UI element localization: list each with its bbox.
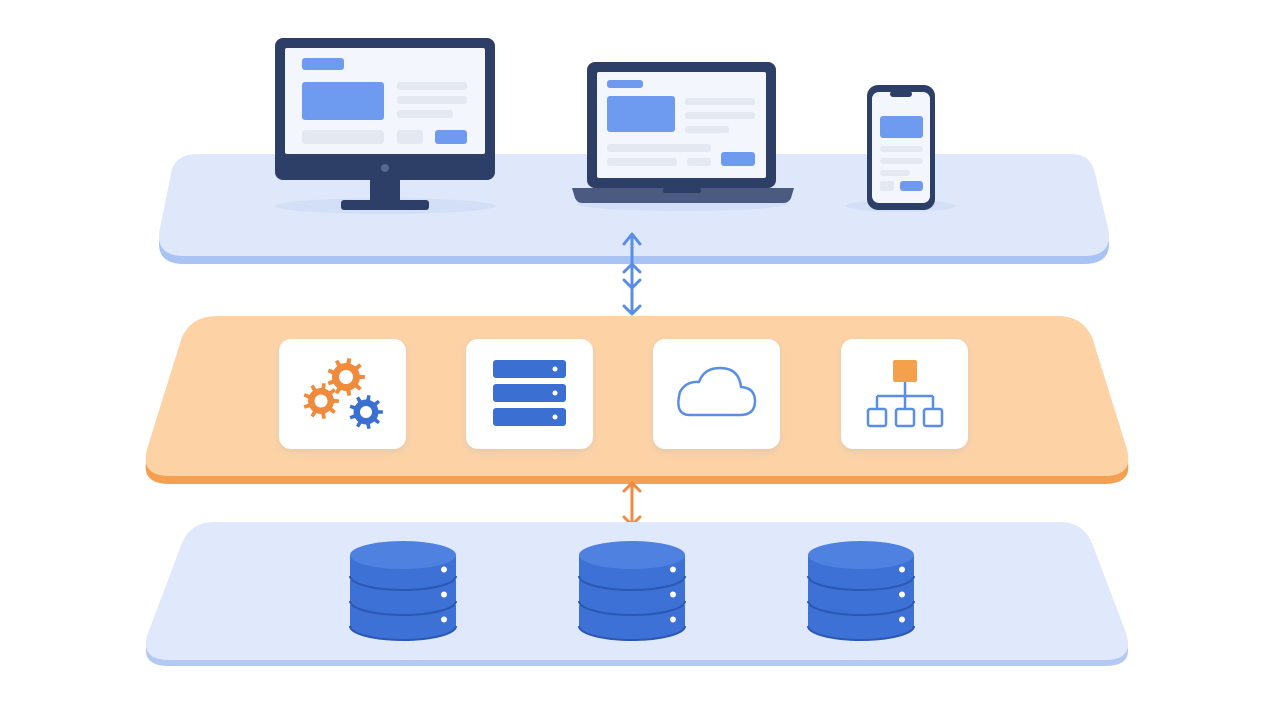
smartphone-icon bbox=[846, 85, 956, 212]
gears-icon bbox=[303, 358, 383, 429]
service-card-cloud bbox=[653, 339, 780, 449]
database-icon bbox=[578, 541, 686, 641]
service-data-connector bbox=[622, 481, 642, 527]
data-layer bbox=[145, 522, 1129, 666]
database-icon bbox=[349, 541, 457, 641]
server-stack-icon bbox=[493, 360, 566, 426]
client-service-connector bbox=[622, 232, 642, 316]
laptop-icon bbox=[572, 62, 794, 211]
hierarchy-icon bbox=[866, 360, 944, 428]
service-card-servers bbox=[466, 339, 593, 449]
cloud-icon bbox=[677, 366, 757, 417]
service-card-network bbox=[841, 339, 968, 449]
client-layer bbox=[159, 38, 1109, 264]
desktop-monitor-icon bbox=[275, 38, 495, 214]
database-icon bbox=[807, 541, 915, 641]
service-layer bbox=[145, 316, 1129, 484]
service-card-processing bbox=[279, 339, 406, 449]
